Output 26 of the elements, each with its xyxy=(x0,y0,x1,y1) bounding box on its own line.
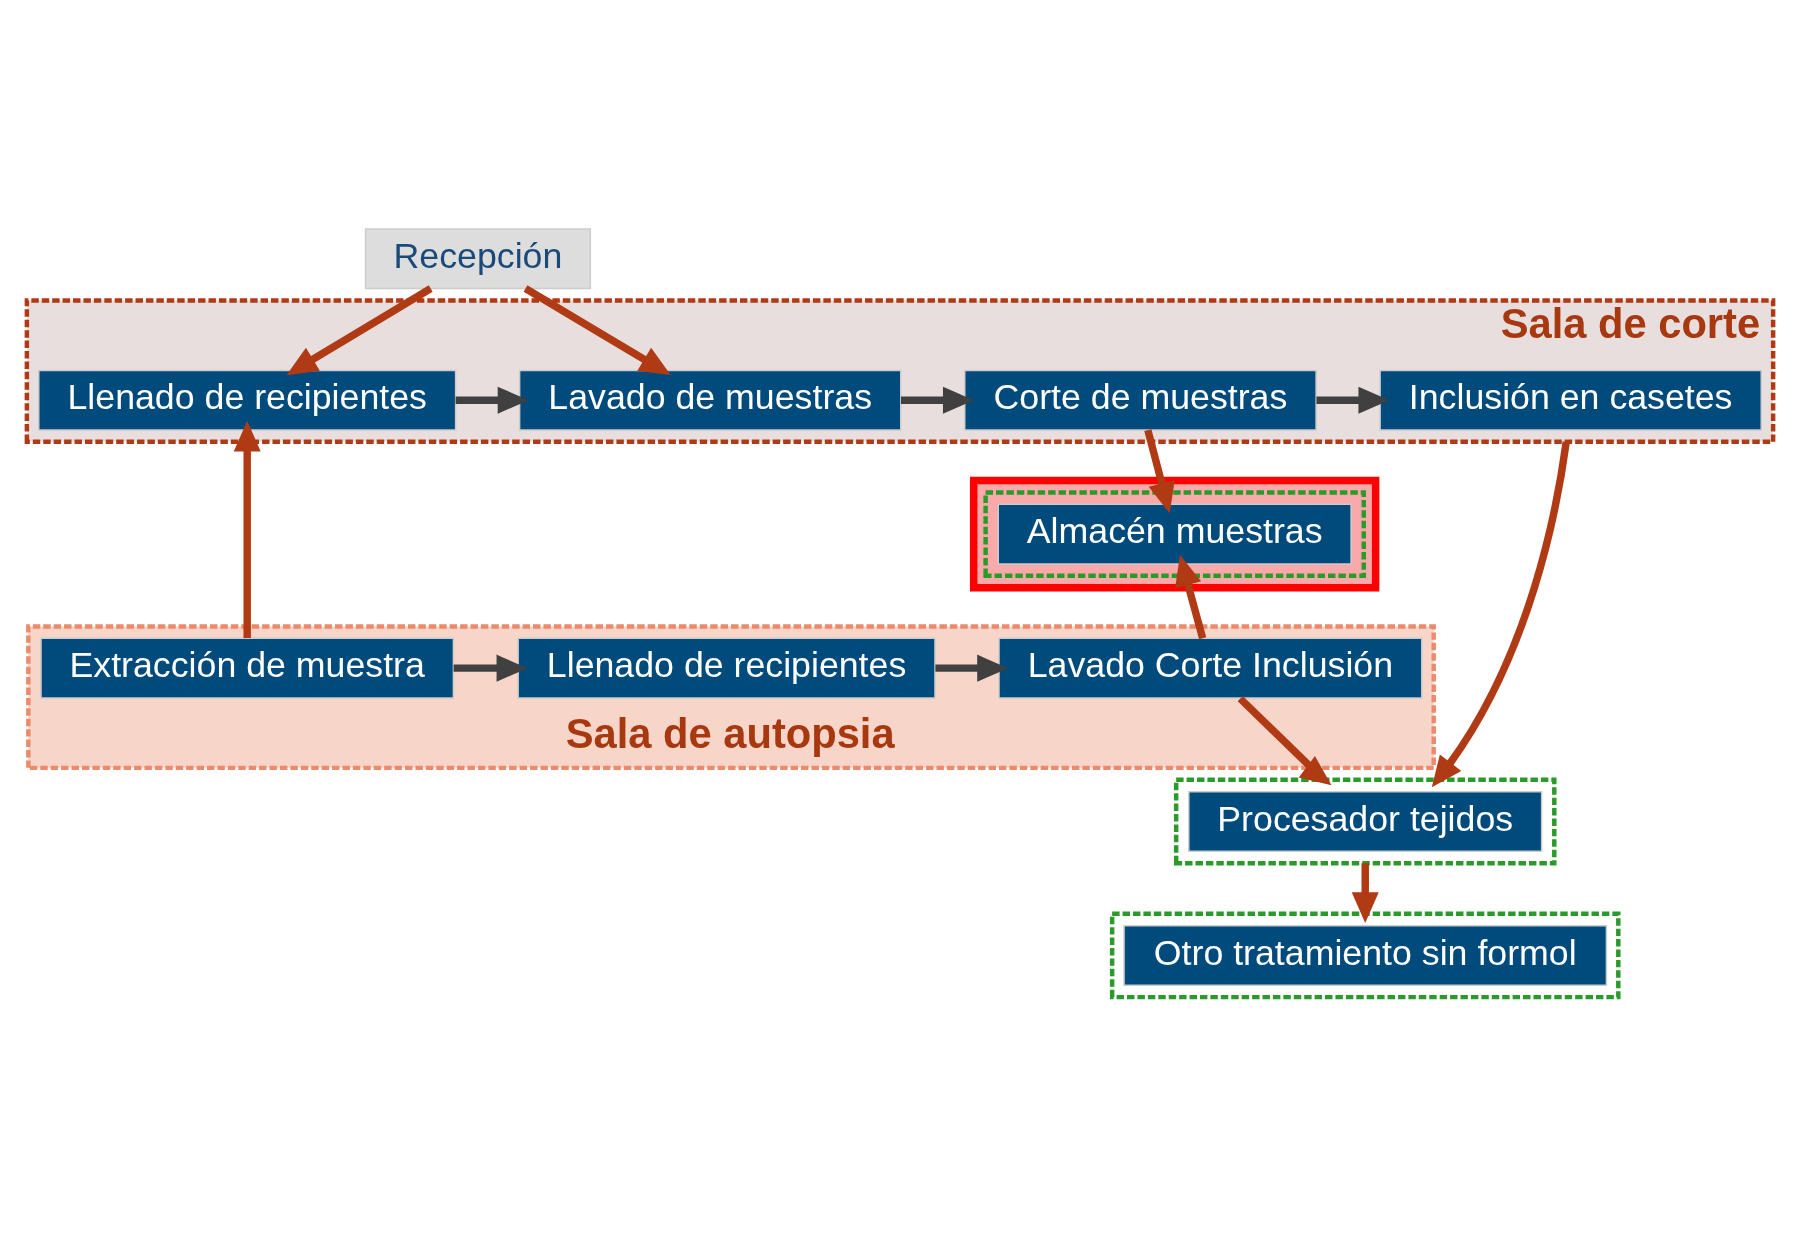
cluster xyxy=(1173,777,1557,866)
node-box: Recepción xyxy=(364,228,592,290)
node-box: Procesador tejidos xyxy=(1188,790,1543,852)
arrow xyxy=(1316,386,1390,414)
arrow xyxy=(286,285,433,376)
arrow xyxy=(1237,695,1332,786)
arrow xyxy=(935,654,1009,682)
arrow xyxy=(1431,441,1570,788)
node-box: Lavado Corte Inclusión xyxy=(998,637,1423,699)
cluster xyxy=(1109,911,1621,1000)
arrow xyxy=(1144,429,1175,514)
node-box: Otro tratamiento sin formol xyxy=(1123,924,1608,986)
node-box: Corte de muestras xyxy=(964,369,1317,431)
arrow xyxy=(453,654,528,682)
arrow xyxy=(523,285,671,376)
node-box: Inclusión en casetes xyxy=(1379,369,1762,431)
node-box: Llenado de recipientes xyxy=(517,637,936,699)
arrow xyxy=(900,386,974,414)
arrow xyxy=(233,420,261,639)
node-box: Llenado de recipientes xyxy=(38,369,457,431)
node-box: Lavado de muestras xyxy=(518,369,902,431)
cluster xyxy=(983,490,1366,579)
arrow xyxy=(1351,863,1379,924)
arrow xyxy=(455,386,529,414)
node-box: Almacén muestras xyxy=(997,503,1352,565)
node-box: Extracción de muestra xyxy=(40,637,455,699)
